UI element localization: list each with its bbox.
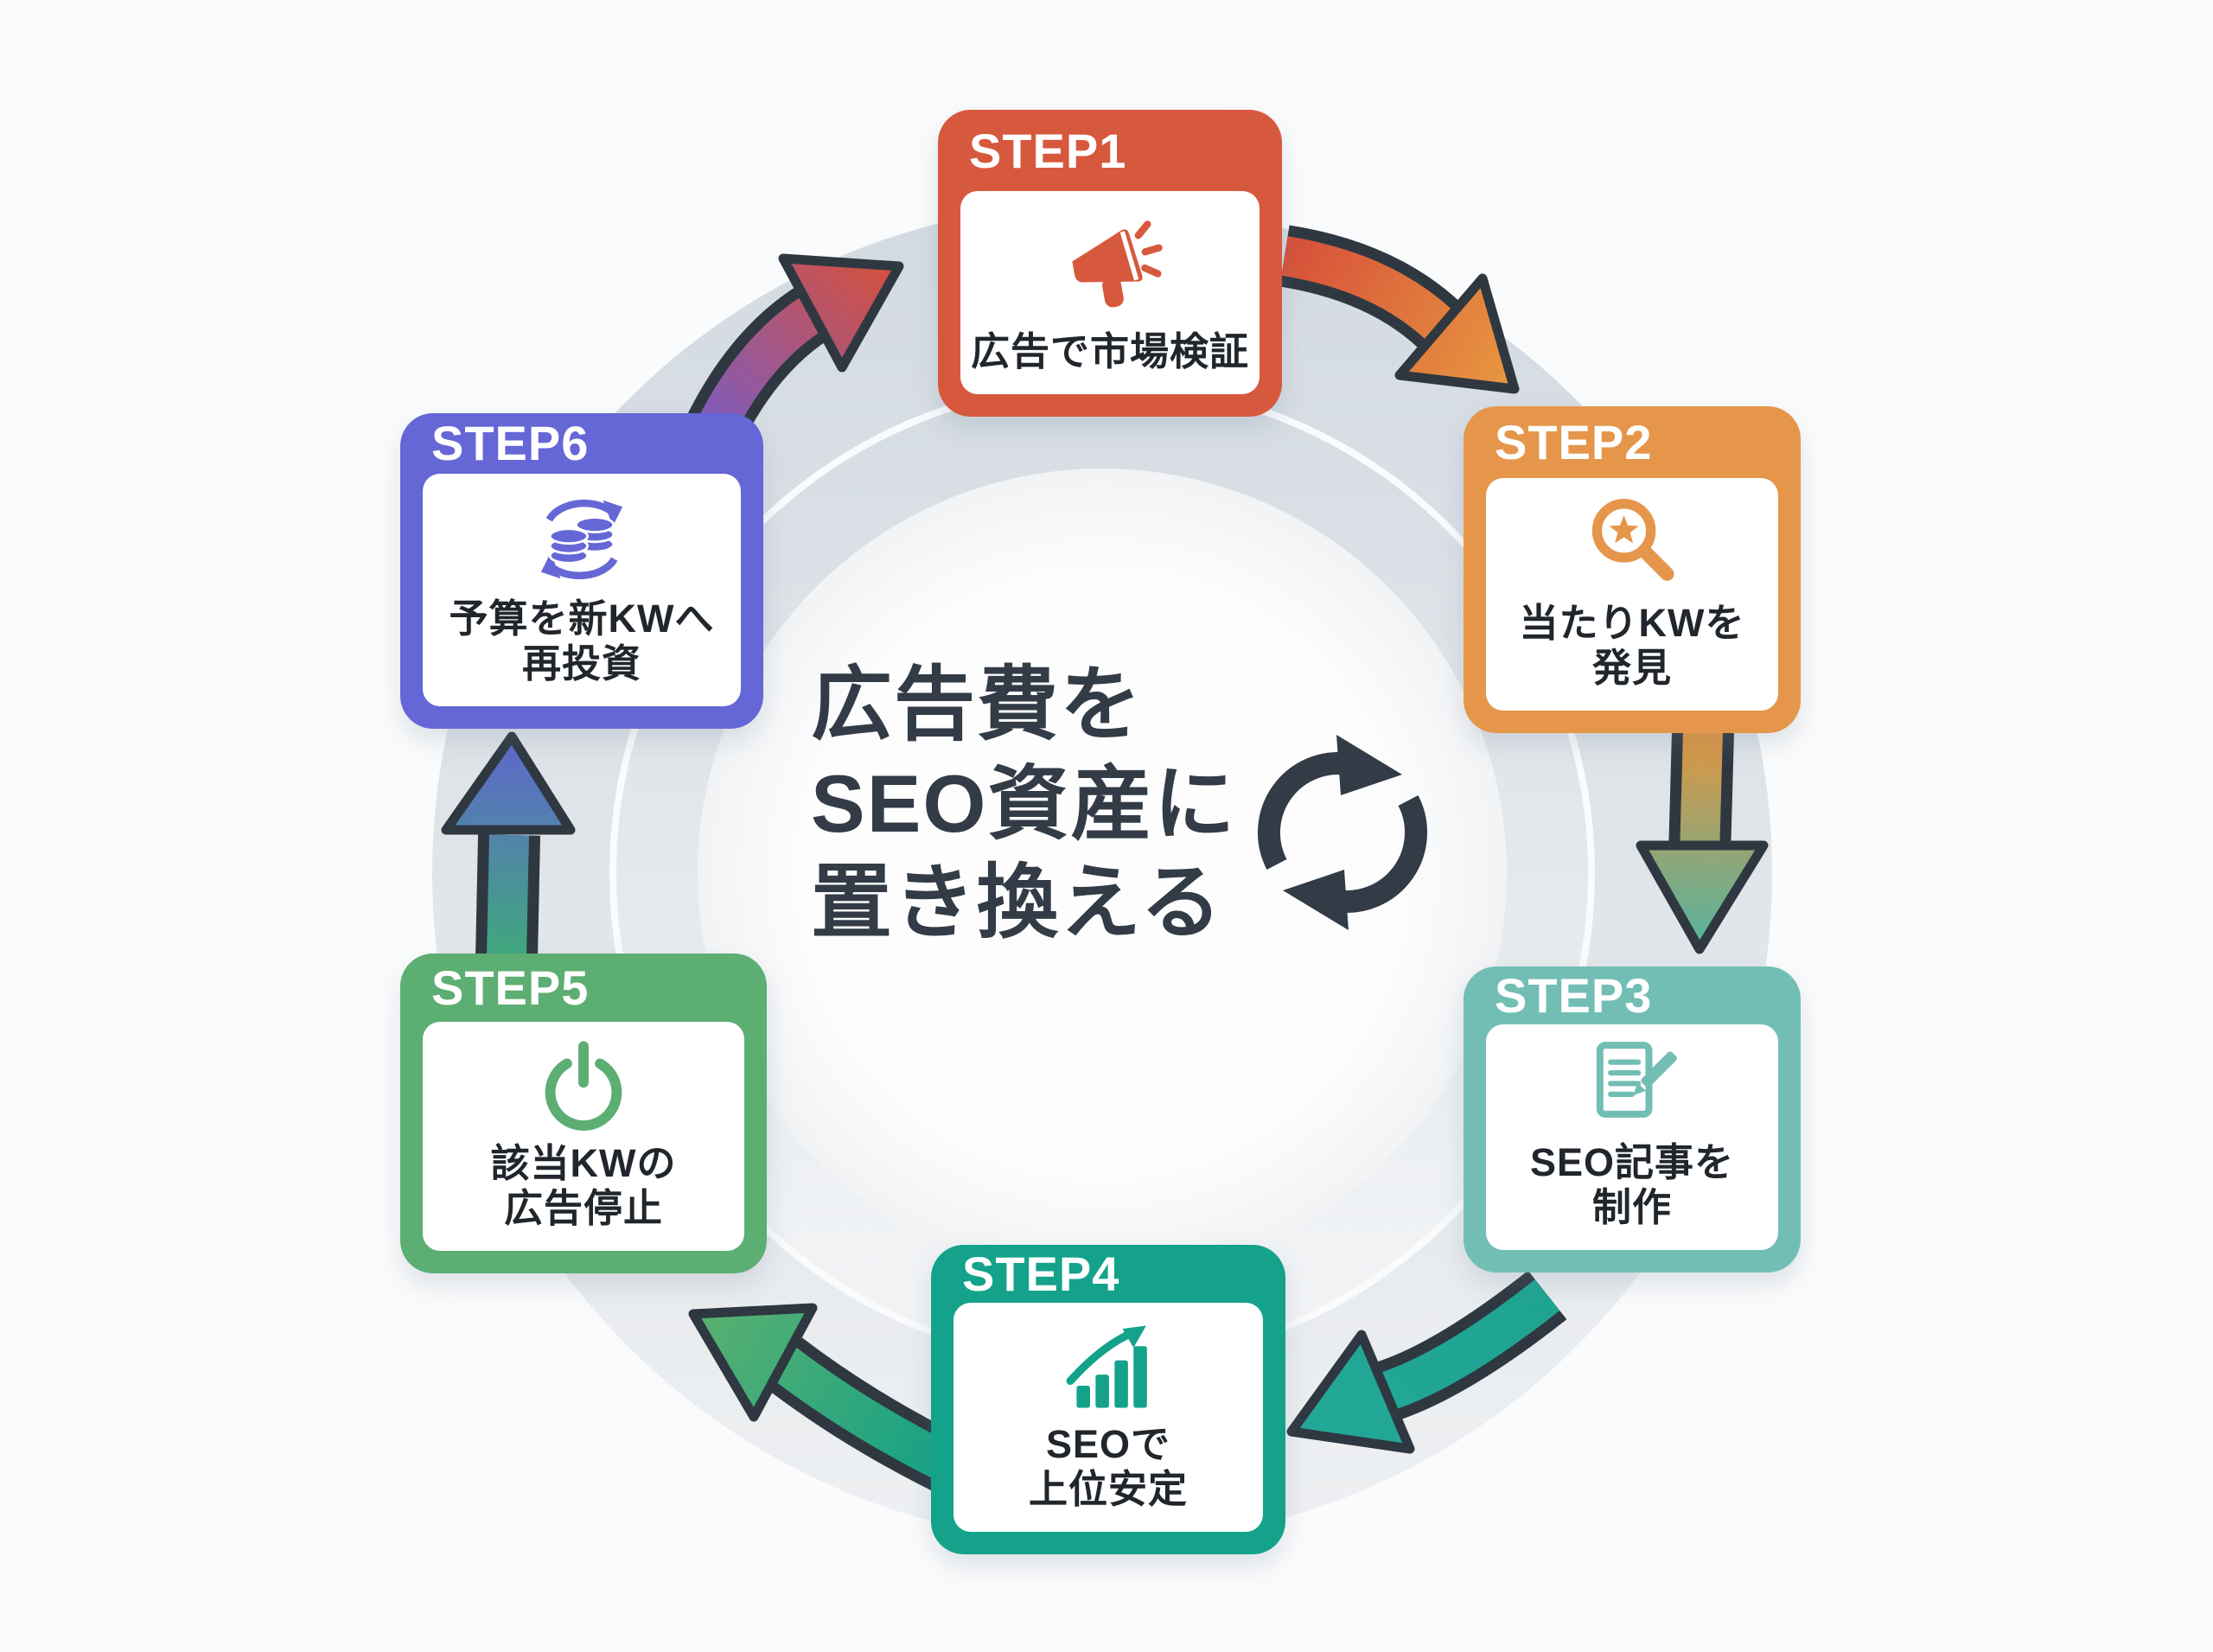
step-label: STEP5 bbox=[431, 960, 590, 1015]
step-card-3: STEP3 SEO記事を bbox=[1464, 966, 1801, 1272]
arrow-step5-to-step6 bbox=[441, 731, 576, 959]
step-card-5: STEP5 該当KWの 広告停止 bbox=[400, 954, 767, 1273]
arrow-step2-to-step3 bbox=[1636, 730, 1769, 954]
reinvest-coins-icon bbox=[525, 482, 639, 596]
step-label: STEP3 bbox=[1495, 967, 1653, 1023]
step-title: SEO記事を 制作 bbox=[1529, 1139, 1735, 1230]
step-card-body: 予算を新KWへ 再投資 bbox=[423, 473, 741, 706]
step-card-body: 広告で市場検証 bbox=[960, 191, 1260, 394]
step-card-body: 該当KWの 広告停止 bbox=[423, 1021, 744, 1251]
article-writing-icon bbox=[1577, 1033, 1687, 1140]
center-heading: 広告費を SEO資産に 置き換える bbox=[811, 655, 1237, 953]
arrow-step1-to-step2 bbox=[1279, 225, 1520, 394]
ranking-growth-icon bbox=[1050, 1311, 1166, 1422]
center-heading-line: 置き換える bbox=[811, 857, 1224, 948]
arrow-step3-to-step4 bbox=[1286, 1270, 1567, 1454]
step-card-body: SEOで 上位安定 bbox=[953, 1302, 1263, 1532]
step-label: STEP1 bbox=[969, 123, 1127, 178]
cycle-arrows-icon bbox=[1257, 735, 1428, 930]
step-label: STEP4 bbox=[962, 1246, 1120, 1301]
center-heading-line: 広告費を bbox=[811, 659, 1144, 749]
step-card-1: STEP1 広告で市場検証 bbox=[938, 110, 1282, 417]
step-card-body: SEO記事を 制作 bbox=[1486, 1024, 1778, 1250]
step-title: 当たりKWを 発見 bbox=[1519, 600, 1745, 691]
step-card-6: STEP6 予算を新KWへ 再投資 bbox=[400, 413, 763, 729]
step-title: 予算を新KWへ 再投資 bbox=[449, 596, 715, 686]
step-card-body: 当たりKWを 発見 bbox=[1486, 477, 1778, 711]
megaphone-icon bbox=[1053, 200, 1167, 329]
step-card-2: STEP2 当たりKWを 発見 bbox=[1464, 406, 1801, 733]
step-title: 該当KWの 広告停止 bbox=[490, 1140, 677, 1231]
center-heading-line: SEO資産に bbox=[811, 757, 1237, 849]
power-off-icon bbox=[528, 1030, 639, 1141]
step-title: 広告で市場検証 bbox=[970, 329, 1249, 374]
keyword-search-icon bbox=[1575, 487, 1689, 601]
step-title: SEOで 上位安定 bbox=[1028, 1421, 1188, 1512]
step-card-4: STEP4 SEOで 上位安定 bbox=[931, 1245, 1285, 1554]
step-label: STEP6 bbox=[431, 416, 590, 471]
step-label: STEP2 bbox=[1495, 414, 1653, 469]
